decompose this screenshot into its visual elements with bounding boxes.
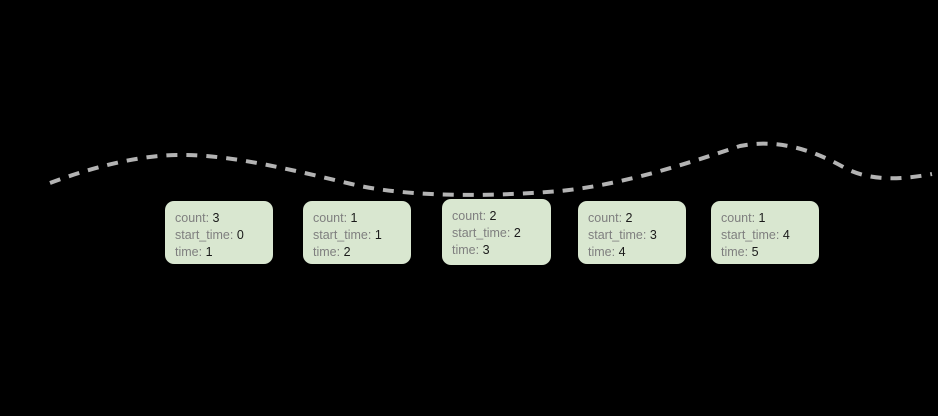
node-field-key: count:	[588, 211, 623, 225]
node-field: count: 3	[175, 210, 273, 227]
node-field-value: 4	[618, 245, 626, 259]
node-field-key: count:	[175, 211, 210, 225]
node-field-value: 2	[513, 226, 521, 240]
node-field-key: time:	[721, 245, 749, 259]
node-field: start_time: 0	[175, 227, 273, 244]
node-field: time: 4	[588, 244, 686, 261]
node-field-key: count:	[721, 211, 756, 225]
node-field: time: 5	[721, 244, 819, 261]
node-field: count: 2	[452, 208, 551, 225]
node-field-key: start_time:	[175, 228, 234, 242]
node-field-value: 1	[758, 211, 766, 225]
node-field-value: 5	[751, 245, 759, 259]
node-field-value: 0	[236, 228, 244, 242]
node-field: count: 2	[588, 210, 686, 227]
node-field-value: 3	[649, 228, 657, 242]
node-field-key: count:	[313, 211, 348, 225]
node-field-value: 1	[374, 228, 382, 242]
node-field-value: 1	[205, 245, 213, 259]
node-field-value: 4	[782, 228, 790, 242]
node-field-value: 3	[482, 243, 490, 257]
node-field: count: 1	[313, 210, 411, 227]
node-field-key: count:	[452, 209, 487, 223]
node-field-value: 3	[212, 211, 220, 225]
node-field: time: 2	[313, 244, 411, 261]
node-field-key: start_time:	[452, 226, 511, 240]
node-field-key: time:	[313, 245, 341, 259]
node-field: start_time: 2	[452, 225, 551, 242]
dashed-trend-curve	[49, 141, 933, 197]
node-field-key: time:	[452, 243, 480, 257]
node-field: time: 1	[175, 244, 273, 261]
node-field: start_time: 4	[721, 227, 819, 244]
node-field-value: 2	[343, 245, 351, 259]
node-field: time: 3	[452, 242, 551, 259]
node-field: start_time: 1	[313, 227, 411, 244]
node-field: start_time: 3	[588, 227, 686, 244]
node-field-key: start_time:	[588, 228, 647, 242]
node-field-key: time:	[588, 245, 616, 259]
node-field-key: time:	[175, 245, 203, 259]
node-field-key: start_time:	[721, 228, 780, 242]
node-field-key: start_time:	[313, 228, 372, 242]
node-field-value: 2	[625, 211, 633, 225]
node-field-value: 1	[350, 211, 358, 225]
node-field-value: 2	[489, 209, 497, 223]
node-field: count: 1	[721, 210, 819, 227]
